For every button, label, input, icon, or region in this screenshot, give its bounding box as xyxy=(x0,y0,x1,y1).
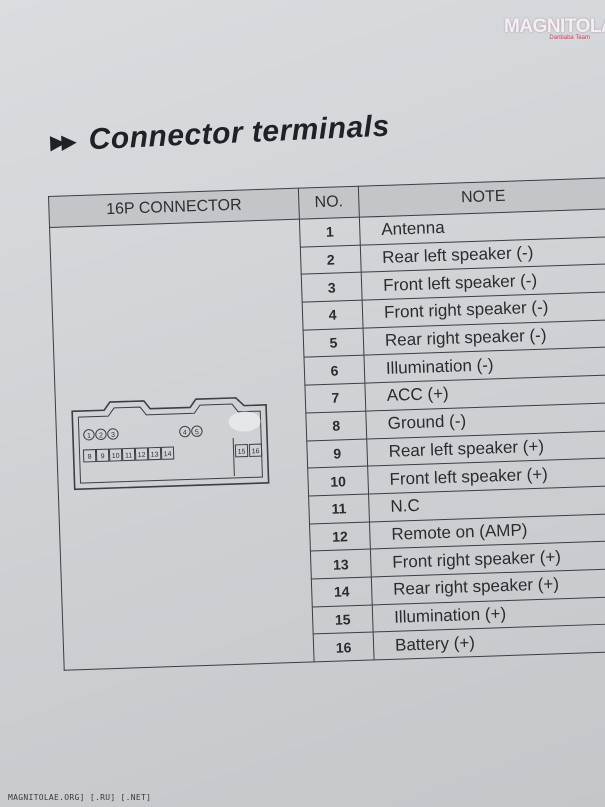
terminal-number: 4 xyxy=(302,300,364,330)
connector-pin xyxy=(95,428,107,441)
connector-pin xyxy=(234,444,249,458)
terminal-number: 12 xyxy=(309,521,371,552)
terminal-number: 5 xyxy=(303,327,364,358)
logo-subtext: Danbaba Team xyxy=(549,35,590,41)
connector-pin-label: 1 xyxy=(87,433,91,440)
terminal-number: 6 xyxy=(303,355,365,386)
connector-pin-label: 9 xyxy=(101,453,105,460)
connector-pin xyxy=(248,443,263,457)
section-heading: ▶▶ Connector terminals xyxy=(49,97,511,166)
connector-pin-label: 11 xyxy=(125,452,133,459)
connector-pin-label: 13 xyxy=(151,451,159,458)
connector-outline xyxy=(71,397,270,491)
terminal-number: 3 xyxy=(301,272,363,303)
terminal-number: 9 xyxy=(306,438,368,469)
terminal-number: 14 xyxy=(311,576,373,607)
connector-pin-label: 5 xyxy=(195,429,199,436)
connector-pin-label: 15 xyxy=(238,449,246,456)
terminal-number: 13 xyxy=(310,549,372,579)
logo-text: MAGNITOLA xyxy=(504,16,605,37)
page-title: Connector terminals xyxy=(87,109,391,157)
connector-divider xyxy=(232,437,235,476)
footer-watermark: MAGNITOLAE.ORG] [.RU] [.NET] xyxy=(8,793,152,802)
connector-pin xyxy=(107,428,119,440)
terminal-number: 8 xyxy=(305,410,367,441)
connector-pin xyxy=(191,425,203,437)
terminal-number: 11 xyxy=(308,493,370,524)
connector-pin-label: 12 xyxy=(138,452,146,459)
double-arrow-icon: ▶▶ xyxy=(49,130,74,154)
connector-pin xyxy=(121,447,136,462)
watermark-logo: MAGNITOLA Danbaba Team xyxy=(504,16,605,41)
connector-pin-label: 16 xyxy=(252,448,260,455)
connector-pin-label: 10 xyxy=(112,453,120,460)
terminal-number: 15 xyxy=(312,604,374,635)
paper-tear-mark xyxy=(228,411,261,432)
terminal-number: 10 xyxy=(307,466,369,496)
connector-pin-label: 14 xyxy=(164,451,172,458)
connector-pin xyxy=(82,449,97,463)
connector-pin xyxy=(95,448,110,463)
connector-pin xyxy=(134,447,149,461)
connector-inner-outline xyxy=(77,403,263,484)
connector-pin xyxy=(179,425,191,438)
connector-pin xyxy=(160,446,175,460)
connector-pin-label: 4 xyxy=(183,430,187,437)
terminal-number: 7 xyxy=(304,383,366,413)
connector-pin xyxy=(108,448,123,462)
connector-pin-label: 2 xyxy=(99,432,103,439)
terminal-number: 1 xyxy=(299,217,361,247)
connector-pin-label: 3 xyxy=(111,432,115,439)
connector-pin-label: 8 xyxy=(88,454,92,461)
terminal-number: 2 xyxy=(300,244,362,275)
connector-pin xyxy=(83,429,95,441)
connector-pin xyxy=(147,446,162,461)
header-no: NO. xyxy=(298,186,360,220)
terminal-number: 16 xyxy=(313,632,375,662)
